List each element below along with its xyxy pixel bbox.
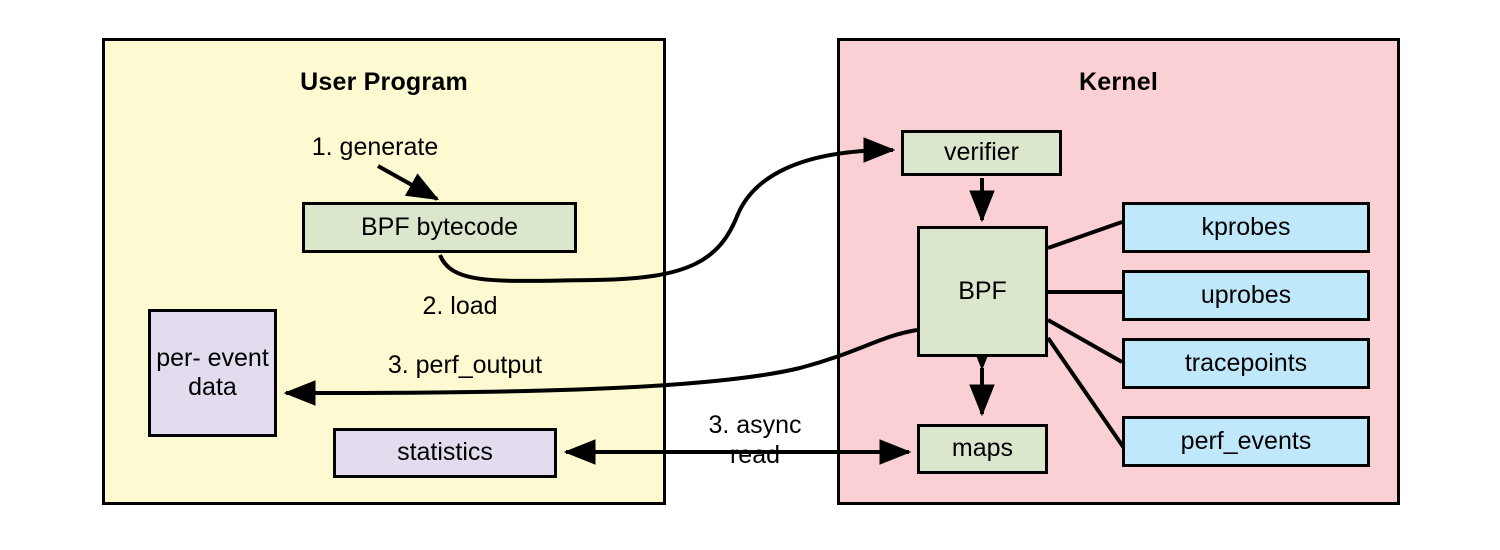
node-per-event-data[interactable]: per- event data (148, 309, 277, 437)
node-source-tracepoints[interactable]: tracepoints (1122, 338, 1370, 389)
node-source-kprobes[interactable]: kprobes (1122, 202, 1370, 253)
label-load: 2. load (422, 292, 498, 320)
label-perf-output: 3. perf_output (387, 351, 543, 379)
node-bpf-bytecode[interactable]: BPF bytecode (302, 202, 577, 253)
kernel-title: Kernel (1078, 68, 1158, 96)
node-bpf[interactable]: BPF (917, 226, 1048, 357)
node-maps[interactable]: maps (917, 424, 1048, 474)
node-verifier[interactable]: verifier (901, 130, 1062, 176)
node-source-perf-events[interactable]: perf_events (1122, 416, 1370, 467)
label-async-read: 3. async read (708, 411, 802, 469)
node-source-uprobes[interactable]: uprobes (1122, 270, 1370, 321)
label-generate: 1. generate (311, 133, 439, 161)
user-program-title: User Program (300, 68, 468, 96)
node-statistics[interactable]: statistics (333, 428, 557, 478)
